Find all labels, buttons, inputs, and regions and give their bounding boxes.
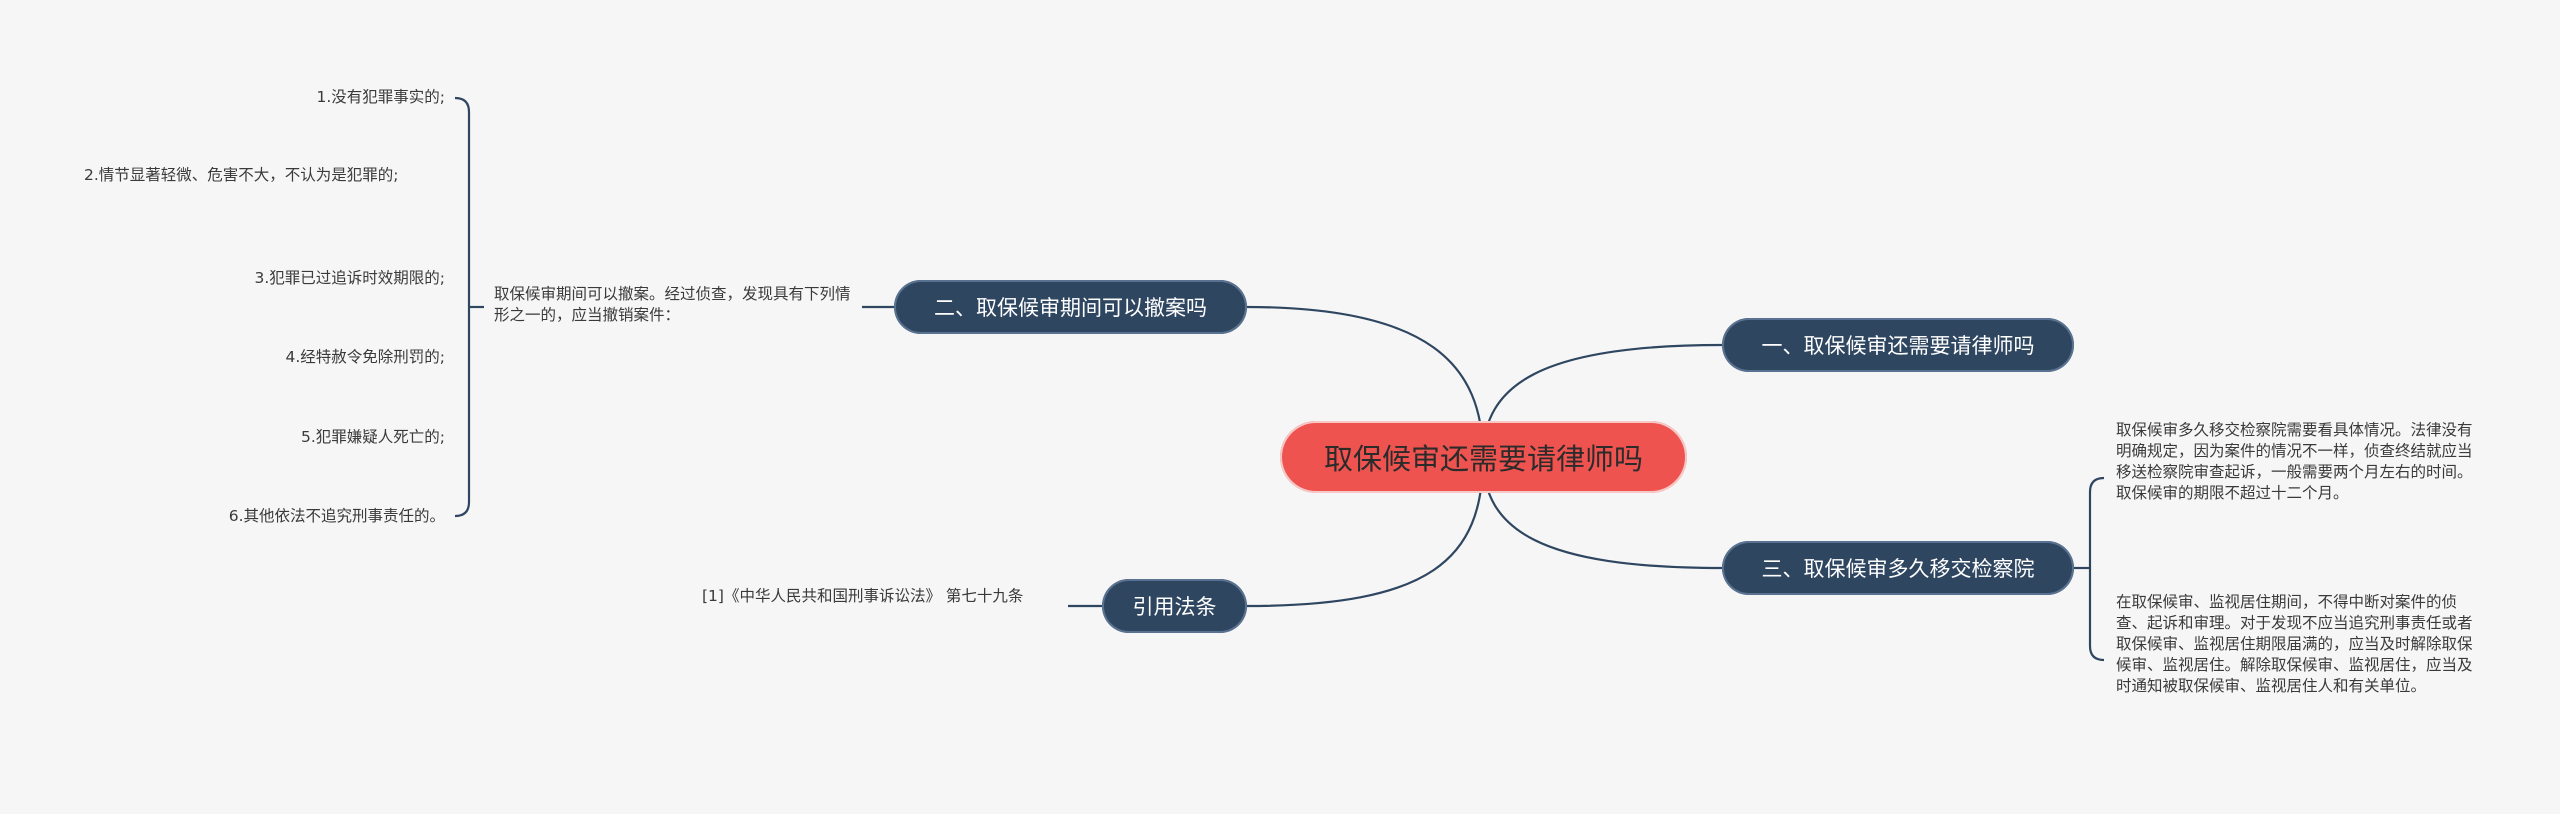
b2-item-2: 2.情节显著轻微、危害不大，不认为是犯罪的; xyxy=(84,166,399,184)
branch-transfer-procuratorate[interactable]: 三、取保候审多久移交检察院 xyxy=(1722,541,2074,595)
b3-paragraph-2: 在取保候审、监视居住期间，不得中断对案件的侦查、起诉和审理。对于发现不应当追究刑… xyxy=(2116,593,2473,695)
branch-lawyer-needed[interactable]: 一、取保候审还需要请律师吗 xyxy=(1722,318,2074,372)
b3-paragraph-1: 取保候审多久移交检察院需要看具体情况。法律没有明确规定，因为案件的情况不一样，侦… xyxy=(2116,421,2473,502)
bracket-b3 xyxy=(2088,476,2105,662)
b2-item-3: 3.犯罪已过追诉时效期限的; xyxy=(254,269,445,287)
b2-item-1: 1.没有犯罪事实的; xyxy=(316,88,445,106)
central-topic[interactable]: 取保候审还需要请律师吗 xyxy=(1280,421,1687,493)
bracket-b2 xyxy=(454,96,471,518)
b2-item-5: 5.犯罪嫌疑人死亡的; xyxy=(300,428,445,446)
b4-law-reference: [1]《中华人民共和国刑事诉讼法》 第七十九条 xyxy=(702,587,1024,605)
b2-item-6: 6.其他依法不追究刑事责任的。 xyxy=(228,507,445,525)
b2-intro-text: 取保候审期间可以撤案。经过侦查，发现具有下列情形之一的，应当撤销案件： xyxy=(494,285,851,324)
branch-cited-law[interactable]: 引用法条 xyxy=(1102,579,1247,633)
link-central-b4 xyxy=(1246,456,1485,608)
branch-withdraw-case[interactable]: 二、取保候审期间可以撤案吗 xyxy=(894,280,1247,334)
b2-item-4: 4.经特赦令免除刑罚的; xyxy=(285,348,445,366)
